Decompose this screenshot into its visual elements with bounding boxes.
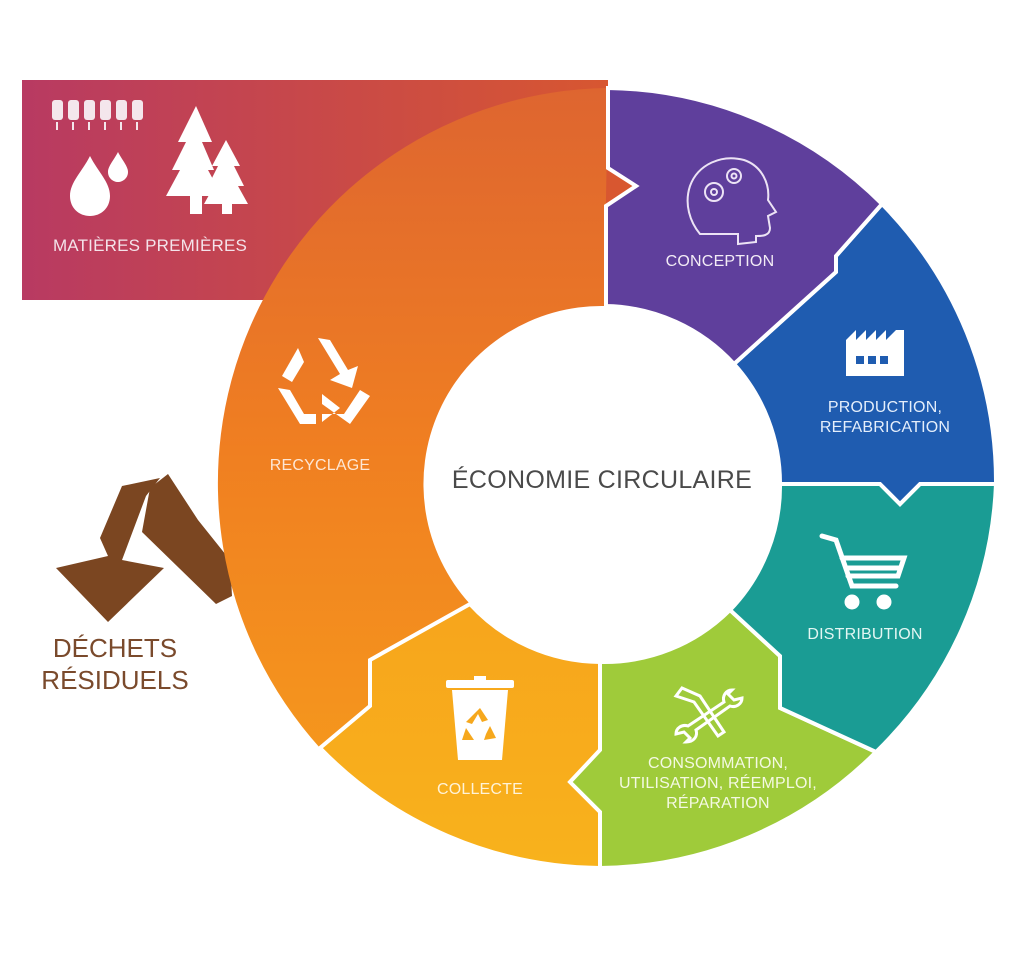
waste-label: DÉCHETS RÉSIDUELS: [40, 632, 190, 696]
recyclage-label: RECYCLAGE: [269, 457, 371, 474]
recycle-icon: [278, 338, 370, 424]
production-label-line-2: REFABRICATION: [819, 419, 951, 436]
production-label-line-1: PRODUCTION,: [827, 399, 943, 416]
segment-distribution: [727, 482, 999, 755]
collecte-label: COLLECTE: [436, 781, 524, 798]
waste-label-line-1: DÉCHETS: [52, 633, 178, 663]
segment-recyclage: [217, 88, 608, 748]
raw-materials-label: MATIÈRES PREMIÈRES: [52, 236, 248, 255]
consommation-label: CONSOMMATION, UTILISATION, RÉEMPLOI, RÉP…: [600, 754, 836, 814]
conception-label: CONCEPTION: [665, 253, 775, 270]
wheat-icon: [52, 100, 143, 130]
consommation-label-line-1: CONSOMMATION,: [647, 755, 789, 772]
center-title: ÉCONOMIE CIRCULAIRE: [451, 466, 753, 494]
factory-icon: [846, 330, 904, 376]
segment-consommation: [567, 607, 880, 871]
waste-arrow-icon: [56, 474, 232, 622]
recycle-bin-icon: [446, 676, 514, 760]
production-label: PRODUCTION, REFABRICATION: [800, 398, 970, 438]
waste-label-line-2: RÉSIDUELS: [41, 665, 189, 695]
shopping-cart-icon: [819, 533, 908, 610]
distribution-label: DISTRIBUTION: [807, 626, 923, 643]
tree-icon: [166, 106, 248, 214]
consommation-label-line-3: RÉPARATION: [666, 795, 770, 812]
center-circle: [426, 308, 778, 660]
head-gears-icon: [686, 157, 778, 246]
segment-conception: [604, 85, 885, 367]
consommation-label-line-2: UTILISATION, RÉEMPLOI,: [619, 775, 817, 792]
water-drop-icon: [70, 152, 128, 216]
tools-icon: [673, 686, 744, 744]
